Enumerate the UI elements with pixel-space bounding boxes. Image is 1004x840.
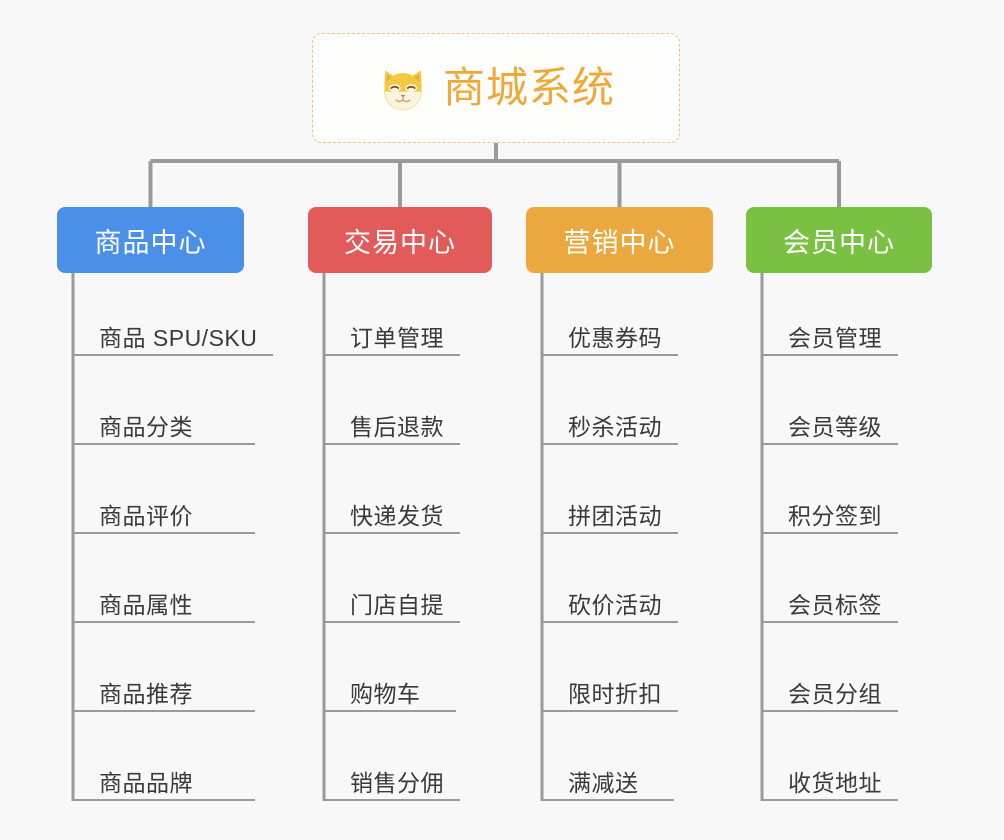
- leaf-item-label: 售后退款: [350, 413, 444, 440]
- leaf-item[interactable]: 商品品牌: [73, 755, 255, 801]
- leaf-item[interactable]: 商品分类: [73, 399, 255, 445]
- leaf-item-label: 收货地址: [788, 769, 882, 796]
- leaf-item-label: 满减送: [568, 769, 639, 796]
- leaf-item-label: 销售分佣: [350, 769, 444, 796]
- leaf-item-label: 限时折扣: [568, 680, 662, 707]
- leaf-item-label: 门店自提: [350, 591, 444, 618]
- leaf-item-label: 秒杀活动: [568, 413, 662, 440]
- branch-label: 商品中心: [94, 227, 207, 258]
- root-label: 商城系统: [442, 64, 615, 111]
- leaf-item-label: 会员标签: [788, 591, 882, 618]
- root-node[interactable]: 商城系统: [312, 33, 680, 143]
- leaf-item-label: 商品属性: [99, 591, 193, 618]
- leaf-item[interactable]: 会员标签: [762, 577, 898, 623]
- branch-box-3[interactable]: 营销中心: [526, 207, 713, 273]
- leaf-item[interactable]: 收货地址: [762, 755, 898, 801]
- leaf-item-label: 订单管理: [350, 324, 444, 351]
- leaf-item[interactable]: 快递发货: [324, 488, 460, 534]
- branch-label: 营销中心: [563, 227, 676, 258]
- branch-label: 交易中心: [344, 227, 456, 258]
- leaf-item-label: 商品推荐: [99, 680, 193, 707]
- leaf-item[interactable]: 售后退款: [324, 399, 460, 445]
- leaf-item[interactable]: 拼团活动: [542, 488, 678, 534]
- leaf-item[interactable]: 购物车: [324, 666, 456, 712]
- leaf-item-label: 砍价活动: [568, 591, 662, 618]
- leaf-item[interactable]: 优惠券码: [542, 310, 678, 356]
- branch-label: 会员中心: [783, 227, 895, 258]
- leaf-item-label: 优惠券码: [568, 324, 662, 351]
- branch-box-2[interactable]: 交易中心: [308, 207, 492, 273]
- leaf-item[interactable]: 商品属性: [73, 577, 255, 623]
- leaf-item-label: 积分签到: [788, 502, 882, 529]
- leaf-item[interactable]: 商品 SPU/SKU: [73, 310, 274, 356]
- branch-box-4[interactable]: 会员中心: [746, 207, 932, 273]
- leaf-item[interactable]: 积分签到: [762, 488, 898, 534]
- leaf-item-label: 商品 SPU/SKU: [99, 324, 258, 351]
- leaf-item-label: 商品品牌: [99, 769, 193, 796]
- leaf-item[interactable]: 商品评价: [73, 488, 255, 534]
- leaf-item-label: 会员等级: [788, 413, 882, 440]
- leaf-item[interactable]: 商品推荐: [73, 666, 255, 712]
- leaf-item-label: 会员管理: [788, 324, 882, 351]
- leaf-item[interactable]: 订单管理: [324, 310, 460, 356]
- leaf-item[interactable]: 限时折扣: [542, 666, 678, 712]
- leaf-item[interactable]: 满减送: [542, 755, 674, 801]
- shiba-dog-face-icon: [377, 64, 429, 116]
- leaf-item-label: 拼团活动: [568, 502, 662, 529]
- leaf-item[interactable]: 砍价活动: [542, 577, 678, 623]
- leaf-item-label: 快递发货: [350, 502, 444, 529]
- leaf-item[interactable]: 销售分佣: [324, 755, 460, 801]
- leaf-item[interactable]: 会员管理: [762, 310, 898, 356]
- leaf-item[interactable]: 会员分组: [762, 666, 898, 712]
- leaf-item-label: 商品评价: [99, 502, 193, 529]
- leaf-item[interactable]: 秒杀活动: [542, 399, 678, 445]
- branch-box-1[interactable]: 商品中心: [57, 207, 244, 273]
- leaf-item-label: 商品分类: [99, 413, 193, 440]
- leaf-item[interactable]: 会员等级: [762, 399, 898, 445]
- leaf-item-label: 会员分组: [788, 680, 882, 707]
- leaf-item[interactable]: 门店自提: [324, 577, 460, 623]
- leaf-item-label: 购物车: [350, 680, 421, 707]
